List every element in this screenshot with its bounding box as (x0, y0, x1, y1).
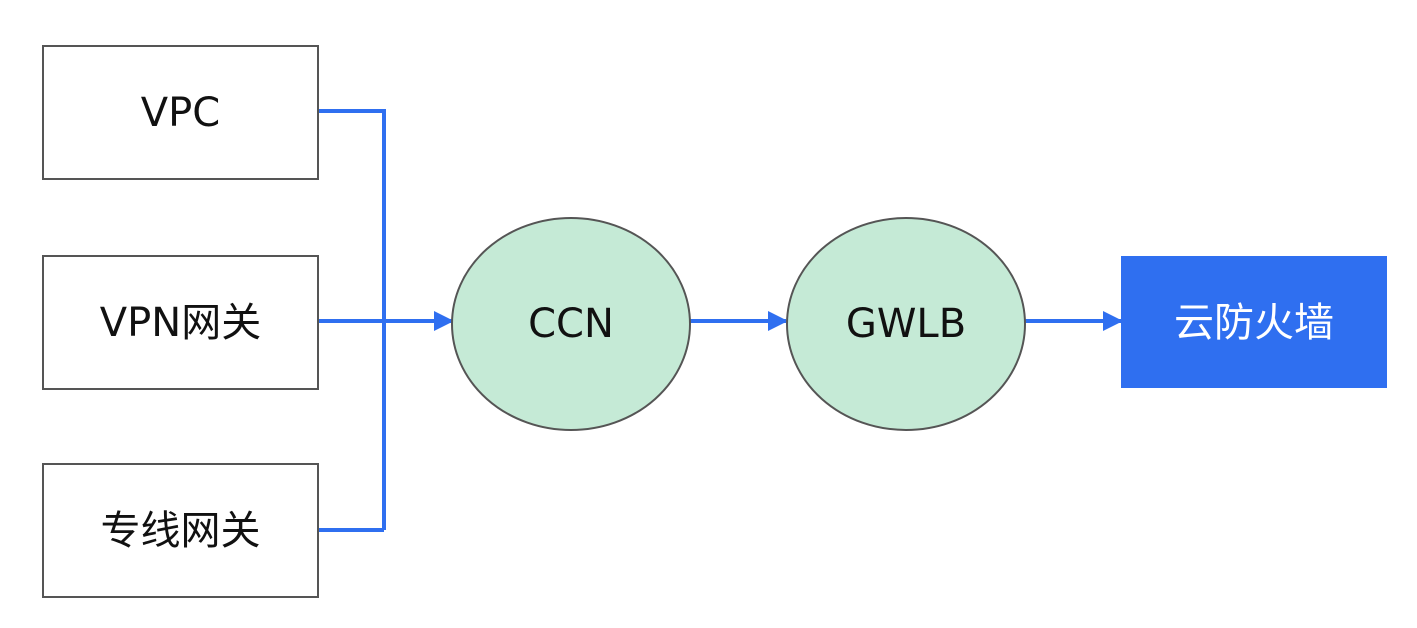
source-node-direct-gateway-box (42, 463, 319, 598)
hub-node-gwlb-ellipse (786, 217, 1026, 431)
source-node-direct-gateway-label: 专线网关 (101, 508, 261, 554)
target-node-cloud-firewall-label: 云防火墙 (1174, 300, 1334, 346)
target-node-cloud-firewall: 云防火墙 (1121, 256, 1387, 388)
hub-node-gwlb-label: GWLB (846, 301, 966, 347)
source-node-vpn-gateway-label: VPN网关 (100, 300, 261, 346)
hub-node-ccn-ellipse (451, 217, 691, 431)
source-node-vpc-label: VPC (141, 90, 220, 136)
source-node-vpn-gateway: VPN网关 (42, 255, 319, 390)
target-node-cloud-firewall-box (1121, 256, 1387, 388)
hub-node-gwlb: GWLB (786, 217, 1026, 431)
source-node-direct-gateway: 专线网关 (42, 463, 319, 598)
connector-vpc-to-bus (318, 109, 386, 530)
source-node-vpc-box (42, 45, 319, 180)
connectors (318, 109, 1123, 532)
hub-node-ccn-label: CCN (528, 301, 614, 347)
source-node-vpn-gateway-box (42, 255, 319, 390)
hub-node-ccn: CCN (451, 217, 691, 431)
source-node-vpc: VPC (42, 45, 319, 180)
